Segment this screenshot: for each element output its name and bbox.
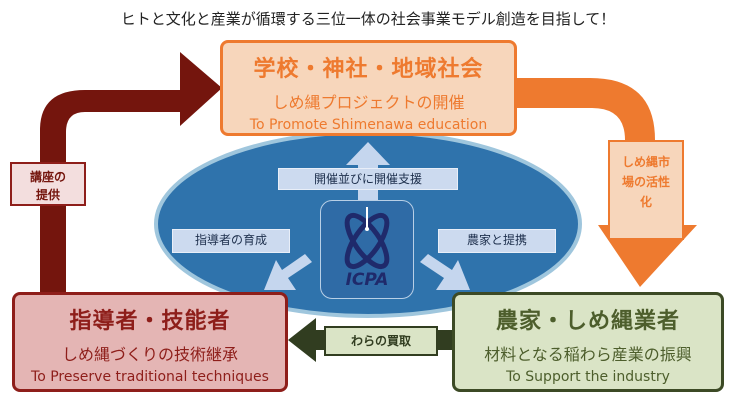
top-box-subtitle: しめ縄プロジェクトの開催 [272,93,465,112]
left-box-subtitle: しめ縄づくりの技術継承 [61,345,238,364]
right-box-farmers: 農家・しめ縄業者 材料となる稲わら産業の振興 To Support the in… [452,292,724,392]
top-box-school-shrine-community: 学校・神社・地域社会 しめ縄プロジェクトの開催 To Promote Shime… [220,40,517,136]
left-box-heading: 指導者・技能者 [69,309,231,334]
down-left-arrow [264,254,312,290]
top-box-heading: 学校・神社・地域社会 [253,57,484,82]
top-box-english: To Promote Shimenawa education [249,117,488,133]
right-arrow-label: しめ縄市場の活性化 [608,140,684,240]
right-box-heading: 農家・しめ縄業者 [495,309,680,334]
left-box-instructors: 指導者・技能者 しめ縄づくりの技術継承 To Preserve traditio… [12,292,288,392]
page-title: ヒトと文化と産業が循環する三位一体の社会事業モデル創造を目指して！ [120,10,616,28]
logo-text: ICPA [345,270,389,290]
logo-emblem-icon [344,207,390,270]
up-arrow-label: 開催並びに開催支援 [278,168,458,190]
left-cycle-arrow [40,52,222,292]
bottom-arrow-label: わらの買取 [324,326,438,356]
left-center-label: 指導者の育成 [172,229,290,253]
right-center-label: 農家と提携 [438,229,556,253]
right-box-subtitle: 材料となる稲わら産業の振興 [484,345,692,364]
down-right-arrow [420,254,470,290]
right-box-english: To Support the industry [506,369,670,385]
left-box-english: To Preserve traditional techniques [31,369,269,385]
icpa-logo: ICPA [320,200,414,299]
left-arrow-label: 講座の提供 [10,162,86,206]
